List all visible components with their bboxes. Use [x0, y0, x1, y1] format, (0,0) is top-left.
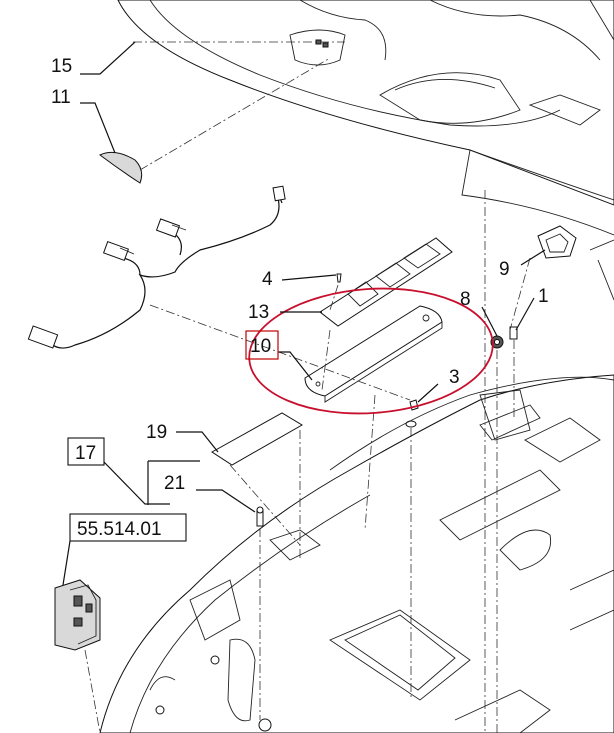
label-1: 1: [538, 286, 549, 307]
label-17-box: [67, 437, 105, 466]
label-13: 13: [248, 302, 269, 323]
label-11: 11: [51, 87, 71, 108]
wiring-harness: [27, 185, 286, 349]
top-cover-panel: [117, 0, 614, 236]
label-21: 21: [164, 473, 185, 494]
component-55-514-01: [54, 579, 101, 651]
label-19: 19: [146, 422, 167, 443]
label-10: 10: [250, 336, 271, 357]
label-10-box: [245, 330, 279, 360]
part-9-grommet: [537, 225, 577, 259]
part-11-strip: [99, 151, 143, 184]
part-10-cover-plate: [304, 305, 443, 403]
fasteners: [256, 273, 518, 527]
leader-lines: [62, 41, 546, 586]
part-13-gasket: [319, 237, 453, 327]
label-9: 9: [499, 259, 510, 280]
label-17: 17: [75, 443, 96, 464]
lower-housing: [99, 239, 614, 733]
label-15: 15: [51, 56, 72, 77]
label-3: 3: [449, 367, 460, 388]
ref-label-55-514-01: 55.514.01: [77, 519, 162, 540]
part-19-pad: [211, 412, 303, 466]
label-4: 4: [262, 269, 273, 290]
ref-box: [69, 513, 187, 542]
label-8: 8: [460, 289, 471, 310]
